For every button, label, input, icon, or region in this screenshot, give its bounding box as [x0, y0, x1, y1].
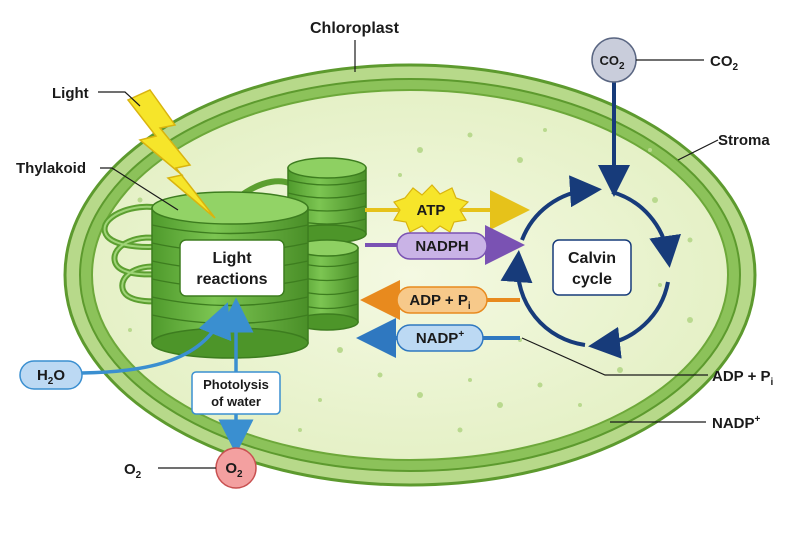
stroma-label: Stroma [718, 132, 770, 149]
light-reactions-label-2: reactions [196, 271, 267, 288]
photolysis-label-1: Photolysis [203, 377, 269, 392]
leader-lines [98, 40, 719, 469]
nadph-pill [396, 232, 488, 260]
chloroplast-label: Chloroplast [310, 20, 400, 37]
stroma-particles [128, 128, 693, 433]
photolysis-label-2: of water [211, 394, 261, 409]
adp-pi-outside-label: ADP + Pi [712, 368, 774, 388]
thylakoid-label: Thylakoid [16, 160, 86, 177]
calvin-cycle-box [552, 239, 632, 296]
light-reactions-box [179, 239, 285, 297]
o2-outside-label: O2 [124, 461, 142, 481]
co2-outside-label: CO2 [710, 53, 739, 73]
o2-badge-text: O2 [225, 460, 243, 480]
calvin-cycle-label-2: cycle [572, 271, 612, 288]
h2o-pill [19, 360, 83, 390]
stroma-region [91, 89, 729, 461]
h2o-label: H2O [37, 367, 65, 387]
adp-pi-pill [396, 286, 488, 314]
photolysis-box [191, 371, 281, 415]
h2o-input-arrow [81, 302, 232, 375]
light-reactions-label-1: Light [212, 250, 252, 267]
co2-badge-text: CO2 [599, 53, 625, 72]
light-label: Light [52, 85, 89, 102]
adp-pi-label: ADP + Pi [409, 292, 471, 312]
atp-label: ATP [417, 202, 446, 219]
calvin-cycle-label-1: Calvin [568, 250, 616, 267]
nadph-label: NADPH [415, 238, 468, 255]
nadp-outside-label: NADP+ [712, 414, 761, 432]
atp-starburst [393, 184, 470, 235]
nadp-pill [396, 324, 484, 352]
nadp-label: NADP+ [416, 329, 465, 347]
lightning-bolt-icon [126, 89, 216, 219]
